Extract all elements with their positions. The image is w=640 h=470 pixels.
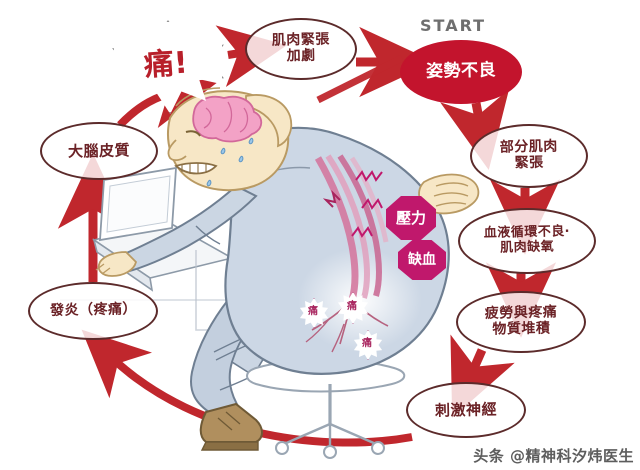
node-partial-tension-label: 部分肌肉 緊張 [499,138,558,172]
badge-ischemia: 缺血 [398,240,446,280]
back-muscles [314,154,389,301]
shoe [199,402,263,451]
node-cortex-shape [40,122,158,180]
arrow-fatigue-to-nerve [450,334,515,418]
arrow-pain-to-tension [215,25,288,87]
badge-ischemia-label: 缺血 [408,252,436,268]
node-inflammation-label: 發炎（疼痛） [49,301,137,320]
badge-pressure: 壓力 [386,196,436,240]
back-pain-burst-1-label: 痛 [308,306,318,317]
node-fatigue[interactable]: 疲勞與疼痛 物質堆積 [456,291,586,353]
node-partial-tension[interactable]: 部分肌肉 緊張 [470,124,588,188]
pain-burst-label: 痛! [142,45,189,84]
arrow-posture-to-partial [440,89,510,170]
node-circulation[interactable]: 血液循環不良‧ 肌肉缺氧 [458,208,596,274]
node-posture[interactable]: 姿勢不良 [400,40,522,104]
node-inflammation[interactable]: 發炎（疼痛） [28,282,158,340]
badge-ischemia-shape [398,240,446,280]
node-tension-label: 肌肉緊張 加劇 [271,31,330,65]
node-circulation-label: 血液循環不良‧ 肌肉缺氧 [483,224,570,256]
node-tension[interactable]: 肌肉緊張 加劇 [245,18,357,80]
head [167,87,293,192]
watermark: 头条 @精神科汐炜医生 [473,447,634,465]
badge-pressure-label: 壓力 [395,208,426,227]
badge-pressure-shape [386,196,436,240]
back-pain-burst-2-label: 痛 [347,301,357,312]
node-nerve-label: 刺激神經 [434,399,498,420]
back-pain-burst-1: 痛 [299,298,329,328]
cartoon-man [60,87,480,459]
node-cortex-label: 大腦皮質 [67,140,131,161]
node-circulation-shape [458,208,596,274]
hand-left [95,251,137,277]
back-pain-burst-2: 痛 [337,292,369,324]
node-cortex[interactable]: 大腦皮質 [40,122,158,180]
arrow-back-to-start [316,54,404,104]
node-fatigue-label: 疲勞與疼痛 物質堆積 [484,304,558,338]
back-pain-burst-3: 痛 [353,330,383,360]
start-label: START [420,16,487,35]
node-partial-tension-shape [470,124,588,188]
node-nerve[interactable]: 刺激神經 [406,382,526,438]
node-posture-shape [400,40,522,104]
back-pain-burst-3-label: 痛 [362,338,372,349]
node-nerve-shape [406,382,526,438]
node-inflammation-shape [28,282,158,340]
node-fatigue-shape [456,291,586,353]
node-tension-shape [245,18,357,80]
node-posture-label: 姿勢不良 [425,60,497,83]
pain-burst: 痛! [112,20,224,114]
